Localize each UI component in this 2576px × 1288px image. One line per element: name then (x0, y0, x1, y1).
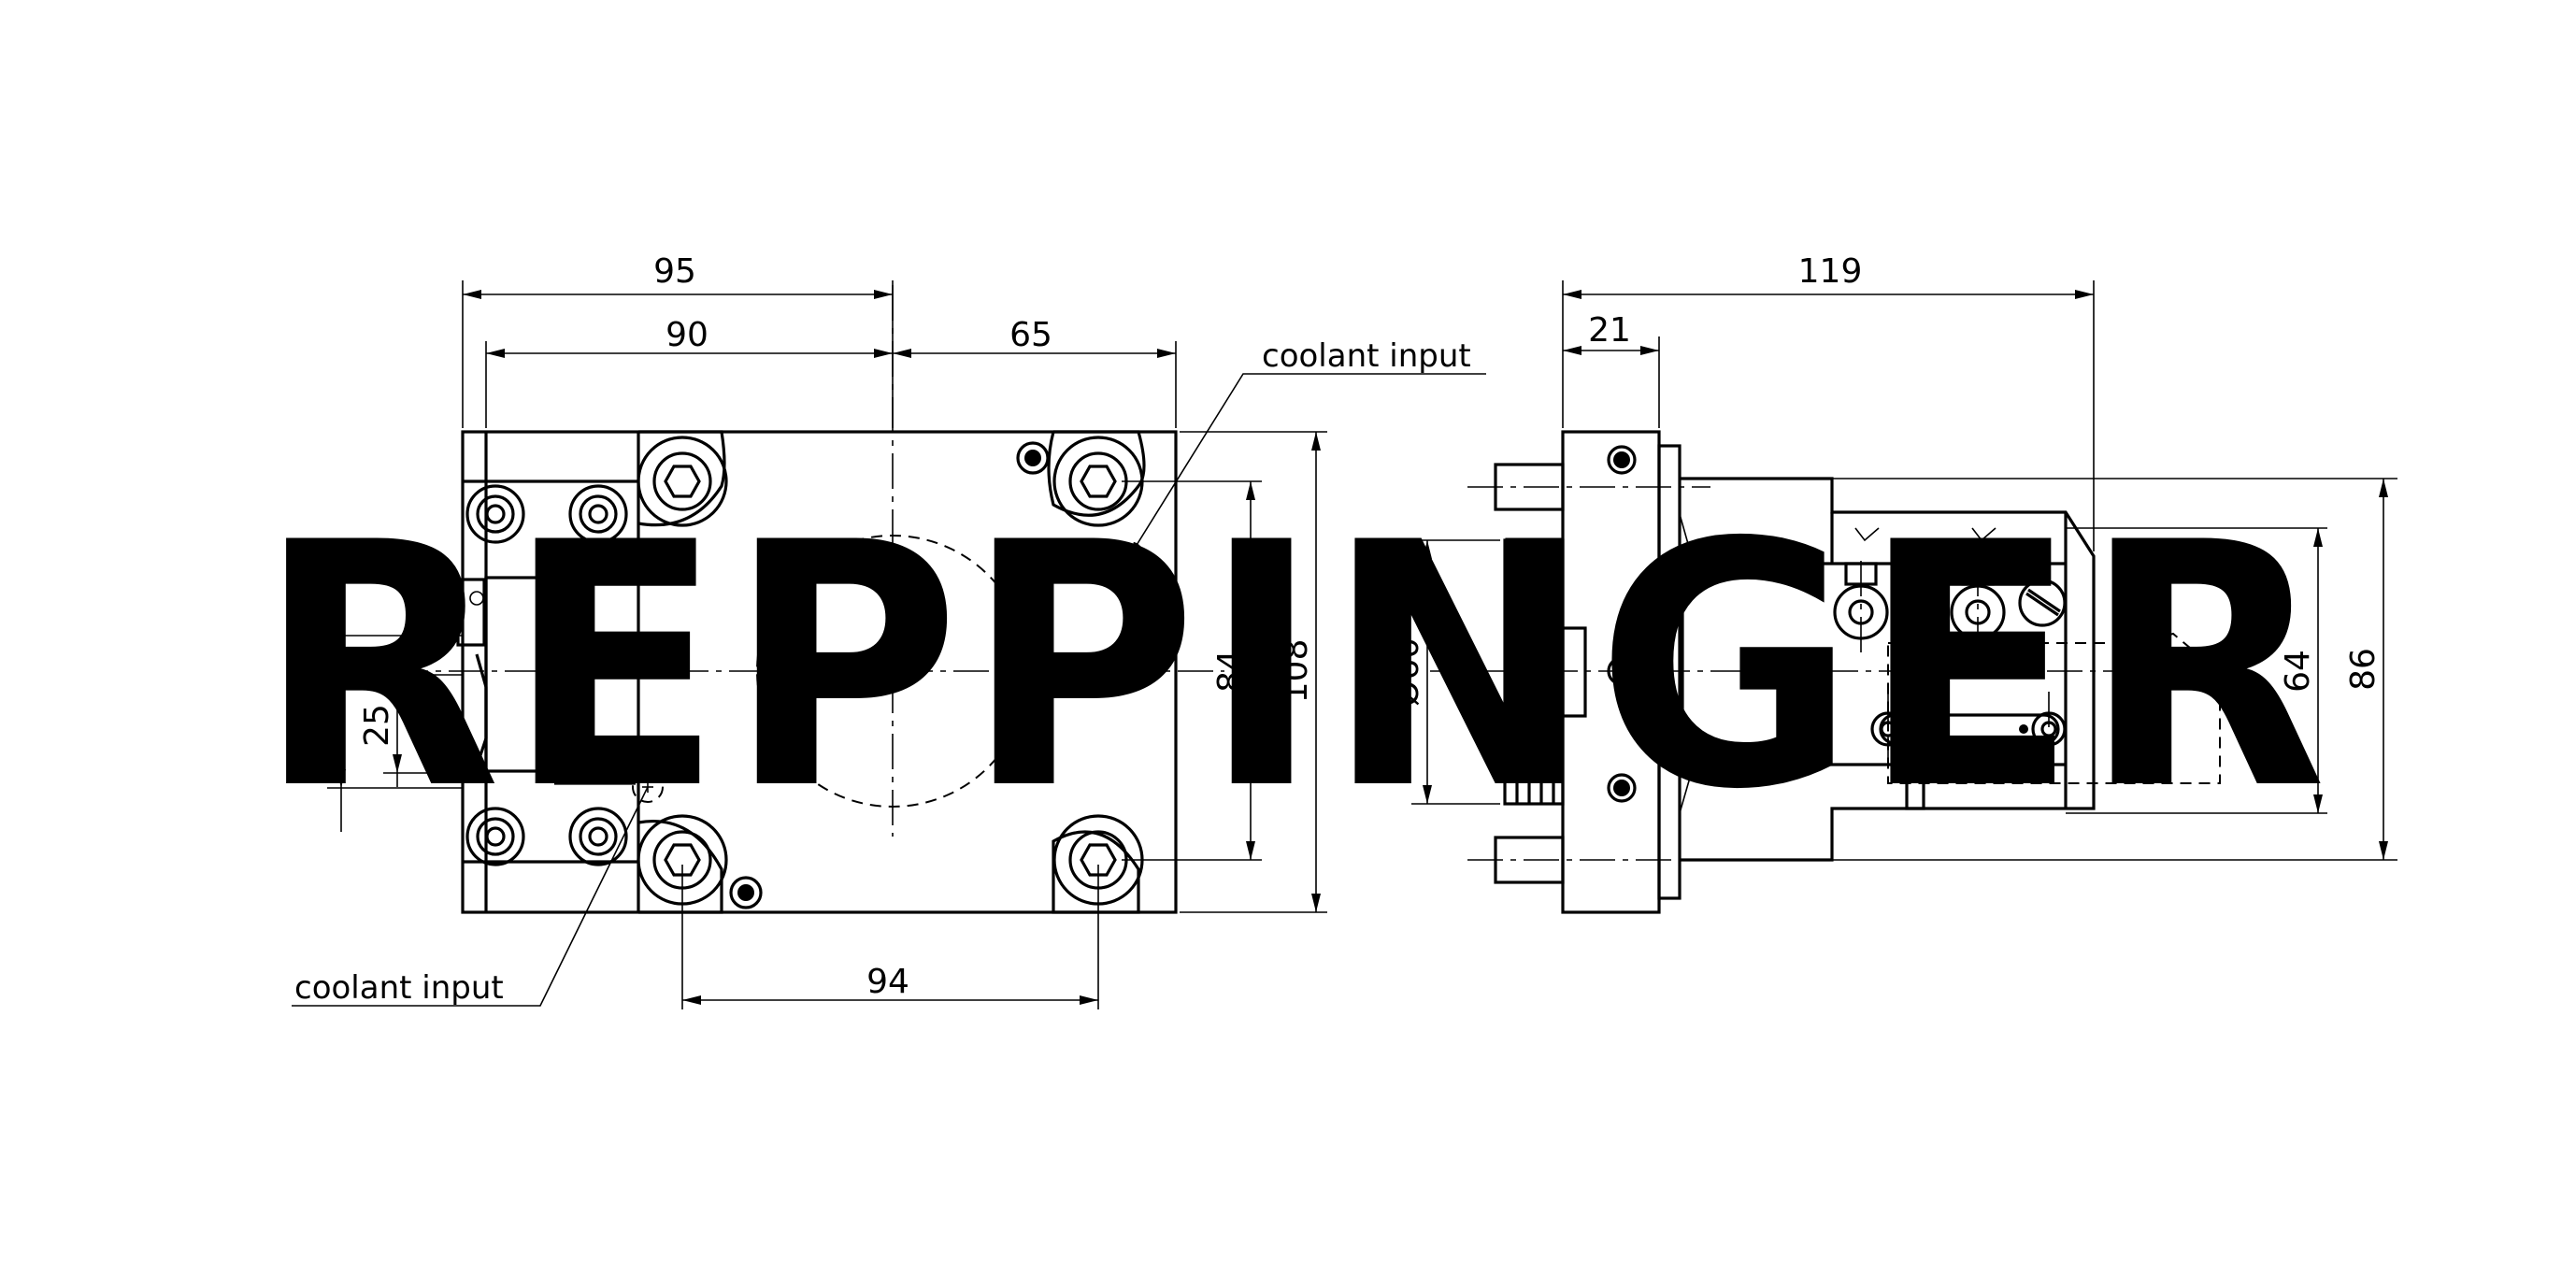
cutting-insert (2131, 661, 2225, 683)
adjust-screw (2018, 579, 2067, 627)
dim-86: 86 (2344, 648, 2383, 691)
front-view: 95 90 65 94 84 108 25 32 blade coolant i… (292, 252, 1486, 1009)
dim-diameter-60: Ø60 (1388, 637, 1426, 707)
dim-94: 94 (866, 963, 909, 1001)
dim-108: 108 (1277, 639, 1315, 704)
screw-bottom-left-inner (568, 807, 628, 866)
dim-21: 21 (1588, 311, 1631, 350)
hidden-blade (1887, 632, 2221, 784)
dowel-top (1016, 441, 1050, 475)
screw-top-left-outer (465, 484, 525, 544)
dim-64: 64 (2279, 650, 2317, 693)
dim-25: 25 (358, 704, 396, 747)
screw-bottom-left-outer (465, 807, 525, 866)
screw-top-left-inner (568, 484, 628, 544)
dim-32-blade: 32 blade (302, 638, 340, 785)
dim-95: 95 (653, 252, 696, 291)
label-coolant-input-bottom: coolant input (294, 969, 504, 1007)
dim-119: 119 (1798, 252, 1863, 291)
tool-body (1680, 477, 2096, 862)
dim-90: 90 (665, 316, 708, 354)
side-view: 119 21 Ø60 64 86 (1388, 252, 2397, 914)
watermark-logo-text: REPPINGER (257, 471, 2332, 863)
flange-dowel-bottom (1607, 773, 1637, 803)
dim-65: 65 (1009, 316, 1052, 354)
label-coolant-input-top: coolant input (1262, 337, 1471, 375)
dowel-bottom (729, 876, 763, 909)
front-body-outline (461, 430, 1178, 914)
dim-84: 84 (1211, 650, 1250, 693)
bolt-top-left (637, 430, 728, 527)
flange-dowel-top (1607, 445, 1637, 475)
